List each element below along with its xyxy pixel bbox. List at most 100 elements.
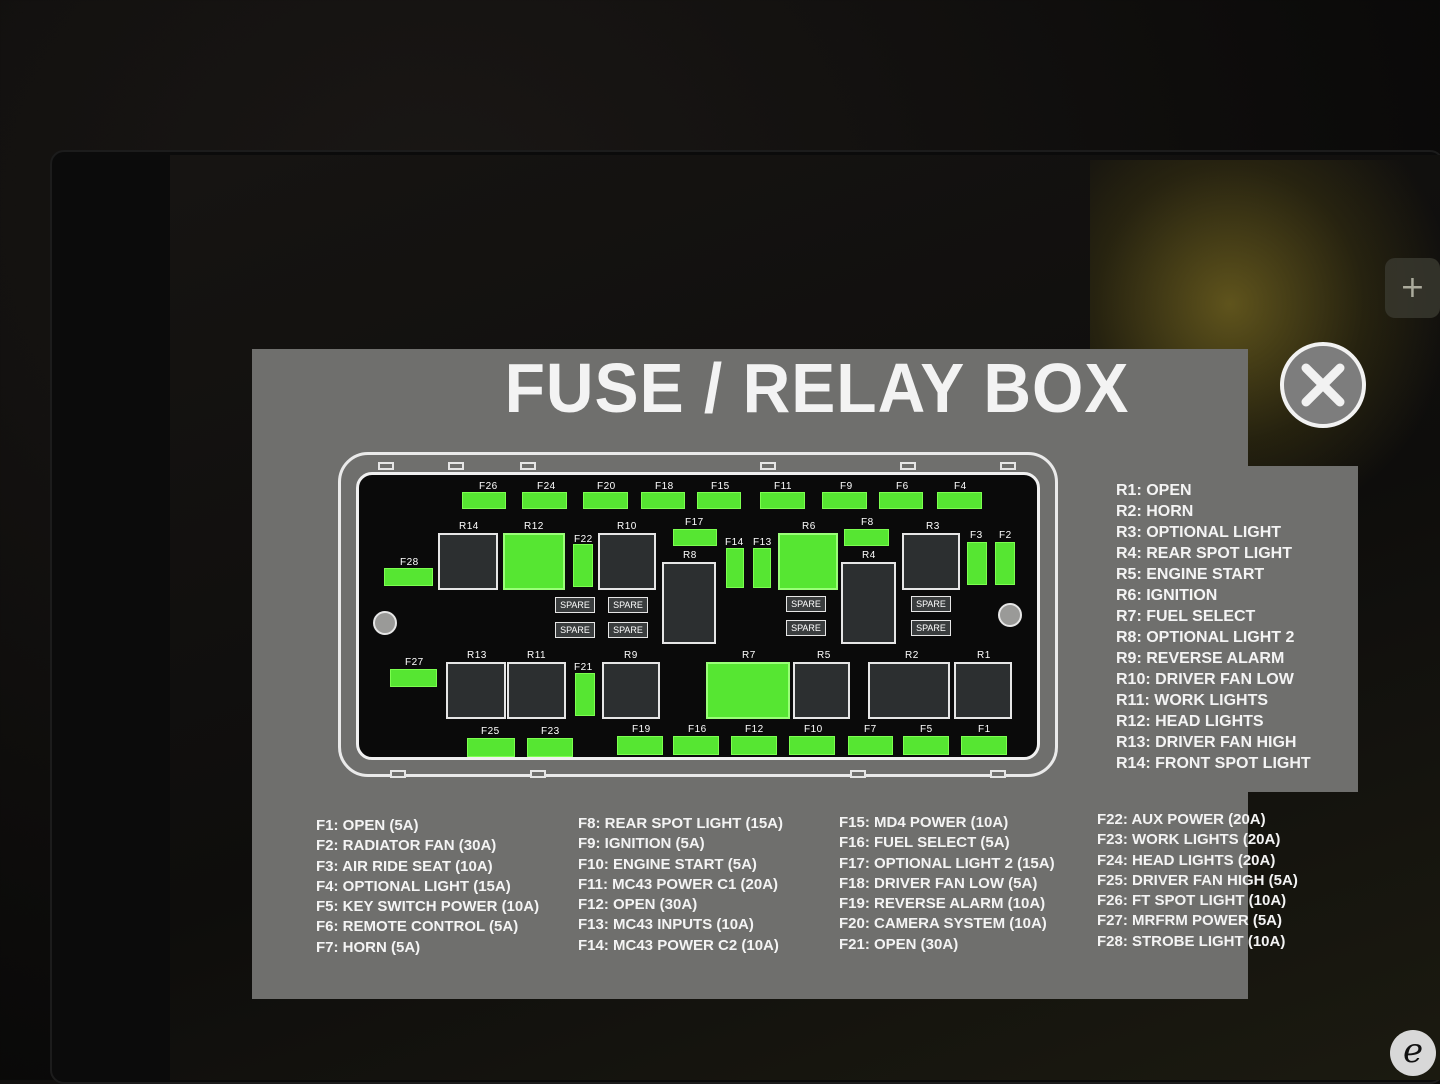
relay[interactable] — [868, 662, 950, 719]
frame-tab — [448, 462, 464, 470]
relay[interactable] — [793, 662, 850, 719]
fuse-label: F13 — [753, 537, 772, 548]
relay-legend-item: R10: DRIVER FAN LOW — [1116, 671, 1294, 688]
fuse-label: F7 — [864, 724, 877, 735]
fuse-legend-item: F19: REVERSE ALARM (10A) — [839, 895, 1046, 913]
fuse-legend-item: F9: IGNITION (5A) — [578, 835, 705, 853]
fuse-label: F27 — [405, 657, 424, 668]
fuse-legend-col-2: F8: REAR SPOT LIGHT (15A) F9: IGNITION (… — [578, 814, 783, 956]
fuse[interactable] — [673, 529, 717, 546]
fuse-label: F3 — [970, 530, 983, 541]
frame-tab — [530, 770, 546, 778]
relay[interactable] — [438, 533, 498, 590]
fuse-label: F22 — [574, 534, 593, 545]
battery-icon: + — [1385, 258, 1440, 318]
fuse[interactable] — [903, 736, 949, 755]
fuse-label: F28 — [400, 557, 419, 568]
close-icon — [1301, 363, 1345, 407]
fusebox-outline — [338, 452, 1058, 777]
fuse-label: F6 — [896, 481, 909, 492]
fuse-legend-item: F3: AIR RIDE SEAT (10A) — [316, 857, 493, 875]
fuse[interactable] — [390, 669, 437, 687]
relay-label: R14 — [459, 521, 479, 532]
fuse[interactable] — [673, 736, 719, 755]
fuse[interactable] — [573, 544, 593, 587]
relay[interactable] — [706, 662, 790, 719]
relay[interactable] — [598, 533, 656, 590]
relay-label: R13 — [467, 650, 487, 661]
page-title: FUSE / RELAY BOX — [504, 349, 1130, 427]
frame-tab — [990, 770, 1006, 778]
fuse[interactable] — [753, 548, 771, 588]
relay-legend-item: R2: HORN — [1116, 503, 1194, 520]
fuse[interactable] — [961, 736, 1007, 755]
fuse-label: F14 — [725, 537, 744, 548]
fuse[interactable] — [844, 529, 889, 546]
frame-tab — [900, 462, 916, 470]
fuse[interactable] — [789, 736, 835, 755]
fuse-label: F25 — [481, 726, 500, 737]
fuse[interactable] — [583, 492, 628, 509]
fuse-legend-col-1: F1: OPEN (5A) F2: RADIATOR FAN (30A) F3:… — [316, 816, 539, 958]
fuse-label: F16 — [688, 724, 707, 735]
relay-legend-item: R3: OPTIONAL LIGHT — [1116, 524, 1282, 541]
relay-legend-item: R1: OPEN — [1116, 482, 1192, 499]
fuse[interactable] — [522, 492, 567, 509]
fuse-label: F20 — [597, 481, 616, 492]
close-button[interactable] — [1280, 342, 1366, 428]
fuse[interactable] — [879, 492, 923, 509]
fuse-label: F11 — [774, 481, 792, 492]
spare-slot: SPARE — [911, 596, 951, 612]
relay-label: R10 — [617, 521, 637, 532]
fuse-legend-item: F2: RADIATOR FAN (30A) — [316, 837, 497, 855]
fuse-legend-item: F21: OPEN (30A) — [839, 935, 959, 953]
fuse[interactable] — [995, 542, 1015, 585]
fuse-label: F24 — [537, 481, 556, 492]
fuse-label: F4 — [954, 481, 967, 492]
fuse-label: F1 — [978, 724, 991, 735]
fuse[interactable] — [937, 492, 982, 509]
relay-legend-item: R12: HEAD LIGHTS — [1116, 713, 1264, 730]
frame-tab — [378, 462, 394, 470]
fuse[interactable] — [527, 738, 573, 757]
relay[interactable] — [902, 533, 960, 590]
relay-label: R9 — [624, 650, 638, 661]
fuse-label: F23 — [541, 726, 560, 737]
fuse[interactable] — [467, 738, 515, 757]
frame-tab — [390, 770, 406, 778]
fuse[interactable] — [731, 736, 777, 755]
fuse[interactable] — [641, 492, 685, 509]
spare-slot: SPARE — [608, 622, 648, 638]
relay-legend-item: R9: REVERSE ALARM — [1116, 650, 1285, 667]
watermark-logo: e — [1390, 1030, 1436, 1076]
fuse[interactable] — [617, 736, 663, 755]
spare-slot: SPARE — [786, 596, 826, 612]
relay[interactable] — [778, 533, 838, 590]
fuse-legend-item: F25: DRIVER FAN HIGH (5A) — [1097, 871, 1298, 889]
relay[interactable] — [841, 562, 896, 644]
fuse-legend-item: F28: STROBE LIGHT (10A) — [1097, 932, 1286, 950]
relay-label: R1 — [977, 650, 991, 661]
fuse[interactable] — [967, 542, 987, 585]
relay[interactable] — [503, 533, 565, 590]
relay[interactable] — [446, 662, 506, 719]
relay-legend-item: R13: DRIVER FAN HIGH — [1116, 734, 1297, 751]
relay-legend-item: R8: OPTIONAL LIGHT 2 — [1116, 629, 1295, 646]
fuse[interactable] — [726, 548, 744, 588]
relay[interactable] — [954, 662, 1012, 719]
fuse[interactable] — [822, 492, 867, 509]
fuse[interactable] — [575, 673, 595, 716]
relay-legend-item: R7: FUEL SELECT — [1116, 608, 1256, 625]
relay[interactable] — [602, 662, 660, 719]
fuse[interactable] — [462, 492, 506, 509]
spare-slot: SPARE — [608, 597, 648, 613]
relay[interactable] — [507, 662, 566, 719]
fuse[interactable] — [384, 568, 433, 586]
fuse[interactable] — [760, 492, 805, 509]
fuse[interactable] — [848, 736, 893, 755]
relay[interactable] — [662, 562, 716, 644]
relay-legend-panel — [1090, 466, 1358, 792]
fuse[interactable] — [697, 492, 741, 509]
fuse-label: F5 — [920, 724, 933, 735]
relay-label: R12 — [524, 521, 544, 532]
